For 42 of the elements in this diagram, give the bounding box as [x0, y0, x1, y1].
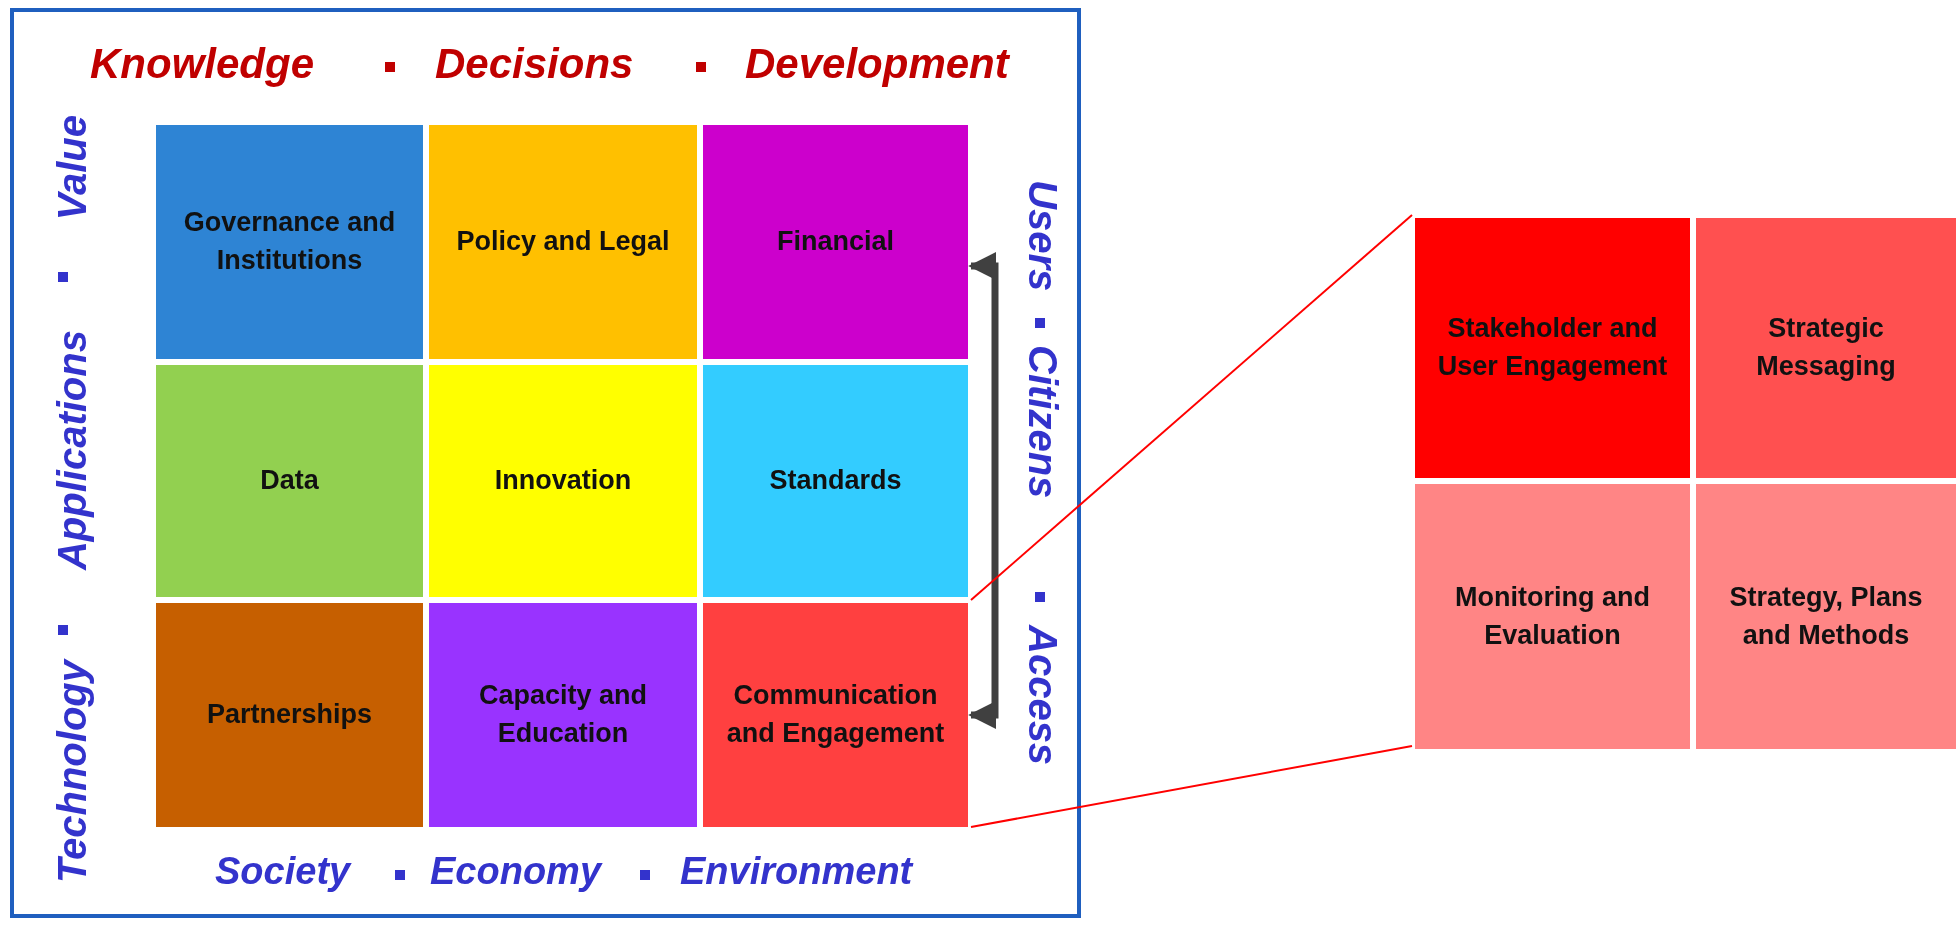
piece-label: Policy and Legal — [456, 225, 670, 259]
piece-label: Strategy, Plans and Methods — [1728, 580, 1924, 652]
puzzle-piece — [153, 362, 426, 600]
puzzle-piece — [426, 122, 700, 362]
theme-label: Value — [50, 115, 95, 221]
piece-label: Monitoring and Evaluation — [1454, 580, 1651, 652]
puzzle-piece — [700, 600, 971, 830]
puzzle-piece — [1693, 215, 1959, 481]
theme-label: Society — [215, 850, 351, 893]
puzzle-piece — [426, 600, 700, 830]
puzzle-piece — [1693, 481, 1959, 752]
puzzle-piece — [1412, 481, 1693, 752]
piece-label: Strategic Messaging — [1755, 312, 1897, 383]
theme-label: Applications — [50, 330, 95, 571]
puzzle-piece — [700, 122, 971, 362]
leader-line — [970, 214, 1413, 601]
theme-label: Knowledge — [90, 40, 314, 88]
leader-line — [970, 745, 1413, 828]
zoom-panel — [1412, 215, 1959, 752]
puzzle-piece — [153, 600, 426, 830]
piece-label: Stakeholder and User Engagement — [1436, 312, 1669, 383]
piece-label: Standards — [769, 464, 902, 498]
theme-label: Users — [1020, 180, 1065, 292]
theme-label: Decisions — [435, 40, 634, 88]
puzzle-piece — [1412, 215, 1693, 481]
piece-label: Communication and Engagement — [725, 679, 946, 750]
theme-label: Technology — [50, 660, 95, 883]
theme-label: Citizens — [1020, 345, 1065, 499]
piece-label: Financial — [777, 225, 894, 259]
piece-label: Data — [260, 464, 319, 498]
piece-label: Partnerships — [206, 698, 373, 732]
theme-label: Access — [1020, 625, 1065, 766]
puzzle-piece — [700, 362, 971, 600]
double-arrow — [968, 252, 999, 729]
puzzle-piece — [153, 122, 426, 362]
puzzle-piece — [426, 362, 700, 600]
piece-label: Capacity and Education — [477, 679, 648, 750]
piece-label: Governance and Institutions — [182, 206, 397, 277]
theme-label: Development — [745, 40, 1009, 88]
piece-label: Innovation — [494, 464, 632, 498]
theme-label: Environment — [680, 850, 913, 893]
theme-label: Economy — [430, 850, 602, 893]
